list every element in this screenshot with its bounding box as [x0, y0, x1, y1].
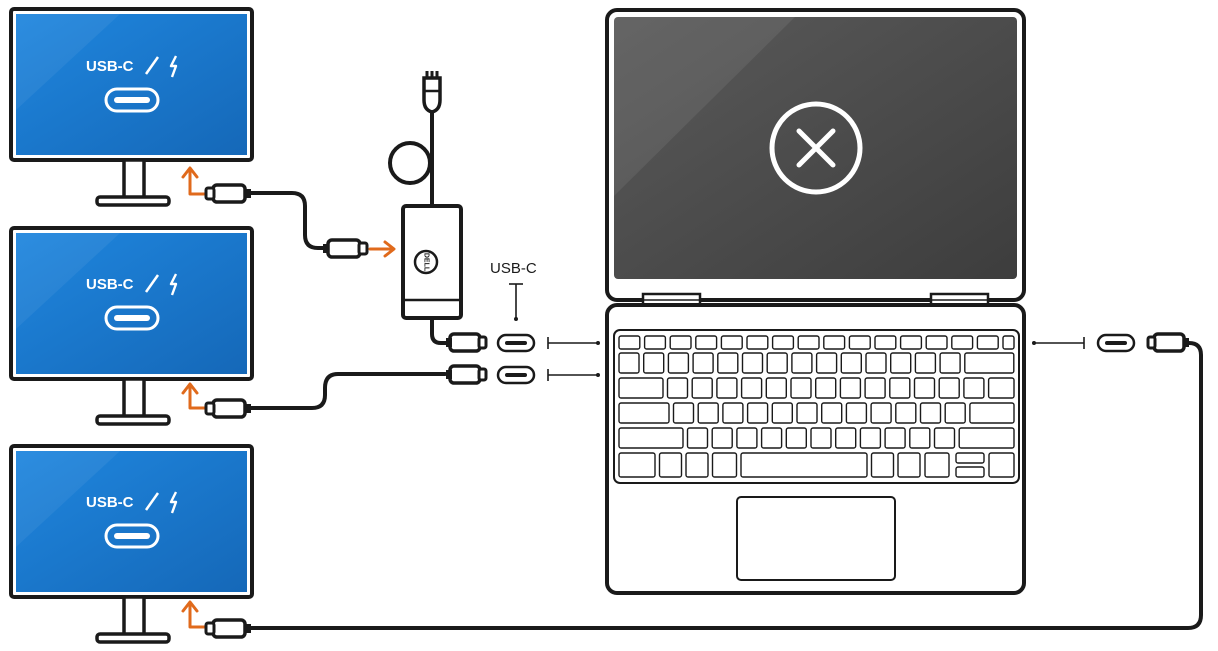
usb-c-connector	[446, 364, 488, 385]
usb-c-port-icon	[496, 333, 536, 353]
usb-c-connector	[204, 183, 251, 204]
usb-c-cable	[248, 341, 1203, 630]
usb-c-connector	[204, 398, 251, 419]
monitor-stand	[122, 595, 146, 637]
usb-c-connector	[446, 332, 488, 353]
lightning-bolt-icon	[169, 273, 178, 296]
monitor-2: USB-C	[9, 226, 254, 426]
usb-c-port-icon	[496, 365, 536, 385]
lightning-bolt-icon	[169, 55, 178, 78]
usb-c-cable	[248, 372, 447, 410]
monitor-port-label: USB-C	[86, 276, 134, 293]
monitor-base	[95, 195, 171, 207]
monitor-stand	[122, 158, 146, 200]
slash-separator	[144, 274, 160, 293]
keyboard-keys	[618, 335, 1015, 478]
adapter-logo-text: DELL	[423, 253, 430, 272]
usb-c-port-icon	[1096, 333, 1136, 353]
arrow-icon	[368, 240, 396, 258]
monitor-screen	[16, 14, 247, 155]
monitor-port-label: USB-C	[86, 58, 134, 75]
arrow-icon	[181, 600, 211, 629]
slash-separator	[144, 56, 160, 75]
slash-separator	[144, 492, 160, 511]
touchpad	[736, 496, 896, 581]
arrow-icon	[181, 166, 211, 196]
usb-c-connector	[1146, 332, 1189, 353]
usb-c-port-icon	[104, 305, 160, 331]
lightning-bolt-icon	[169, 491, 178, 514]
laptop-port-label: USB-C	[490, 260, 537, 277]
usb-c-cable	[248, 191, 328, 250]
usb-c-port-icon	[104, 523, 160, 549]
monitor-3: USB-C	[9, 444, 254, 644]
cord-loop	[388, 141, 432, 185]
x-circle-icon	[769, 101, 863, 195]
monitor-base	[95, 414, 171, 426]
monitor-1: USB-C	[9, 7, 254, 207]
dell-logo	[413, 249, 439, 275]
power-plug-icon	[422, 71, 442, 114]
monitor-screen	[16, 451, 247, 592]
monitor-base	[95, 632, 171, 644]
laptop	[605, 8, 1026, 595]
arrow-icon	[181, 382, 211, 410]
usb-c-connector	[323, 238, 369, 259]
monitor-stand	[122, 377, 146, 419]
adapter-output-cable	[430, 316, 452, 345]
usb-c-connector	[204, 618, 251, 639]
monitor-port-label: USB-C	[86, 494, 134, 511]
monitor-screen	[16, 233, 247, 374]
usb-c-port-icon	[104, 87, 160, 113]
power-adapter: DELL	[388, 71, 463, 345]
